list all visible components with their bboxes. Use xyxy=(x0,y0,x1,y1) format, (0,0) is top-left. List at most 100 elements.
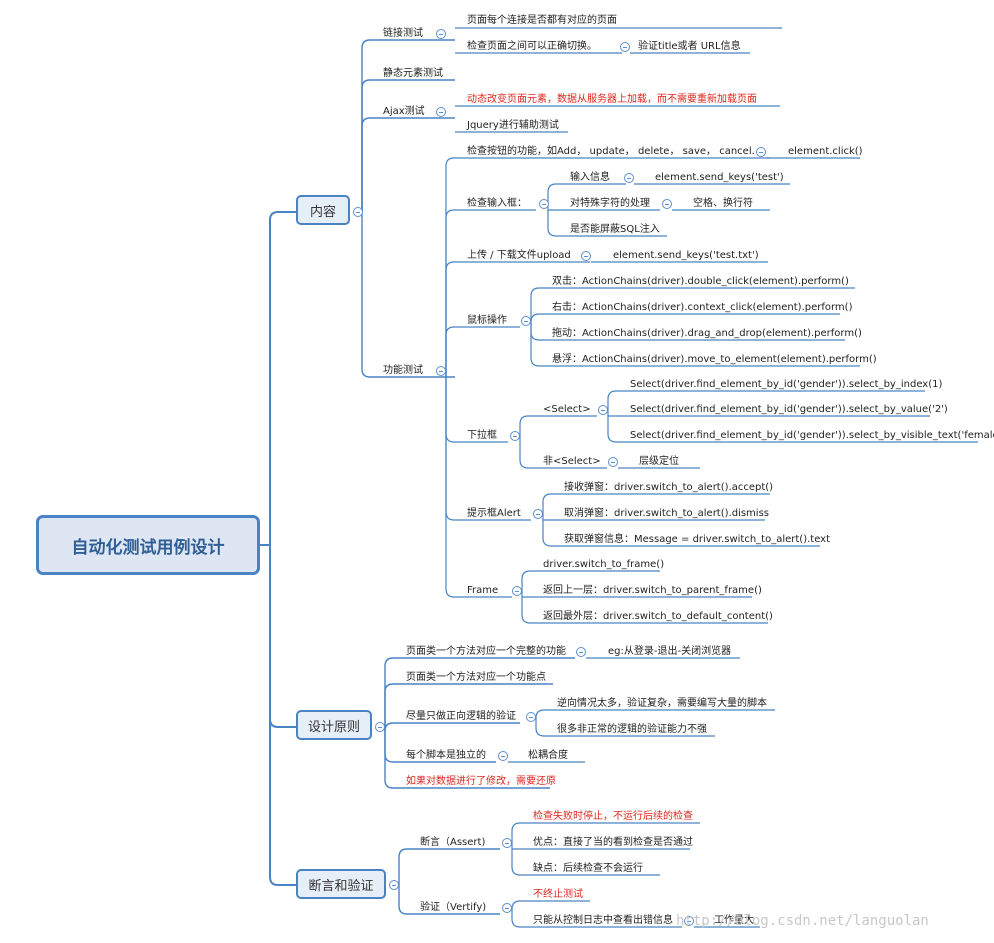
collapse-toggle-icon[interactable] xyxy=(684,916,694,926)
node-link-test[interactable]: 链接测试 xyxy=(383,28,423,39)
node-principle-example[interactable]: eg:从登录-退出-关闭浏览器 xyxy=(608,646,732,657)
node-select[interactable]: <Select> xyxy=(543,404,591,415)
node-static-test[interactable]: 静态元素测试 xyxy=(383,68,443,79)
node-dropdown[interactable]: 下拉框 xyxy=(467,430,497,441)
node-link-pages[interactable]: 页面每个连接是否都有对应的页面 xyxy=(467,15,617,26)
collapse-toggle-icon[interactable] xyxy=(375,722,385,732)
connector-line xyxy=(521,570,660,597)
collapse-toggle-icon[interactable] xyxy=(581,251,591,261)
node-reverse-cases[interactable]: 逆向情况太多，验证复杂，需要编写大量的脚本 xyxy=(557,698,767,709)
node-principle-independent[interactable]: 每个脚本是独立的 xyxy=(406,750,486,761)
node-principle-positive-logic[interactable]: 尽量只做正向逻辑的验证 xyxy=(406,711,516,722)
root-node[interactable]: 自动化测试用例设计 xyxy=(36,515,260,575)
collapse-toggle-icon[interactable] xyxy=(436,366,446,376)
node-sql-injection[interactable]: 是否能屏蔽SQL注入 xyxy=(570,224,660,235)
node-context-click[interactable]: 右击：ActionChains(driver).context_click(el… xyxy=(552,302,853,313)
connector-line xyxy=(361,212,455,378)
node-move-to-element[interactable]: 悬浮：ActionChains(driver).move_to_element(… xyxy=(552,354,877,365)
node-button-check[interactable]: 检查按钮的功能，如Add， update， delete， save， canc… xyxy=(467,146,755,157)
node-space-newline[interactable]: 空格、换行符 xyxy=(693,198,753,209)
collapse-toggle-icon[interactable] xyxy=(502,903,512,913)
collapse-toggle-icon[interactable] xyxy=(512,586,522,596)
node-assert[interactable]: 断言（Assert) xyxy=(420,837,486,848)
collapse-toggle-icon[interactable] xyxy=(498,751,508,761)
node-alert-dismiss[interactable]: 取消弹窗：driver.switch_to_alert().dismiss xyxy=(564,508,769,519)
connector-line xyxy=(607,390,925,416)
collapse-toggle-icon[interactable] xyxy=(539,199,549,209)
collapse-toggle-icon[interactable] xyxy=(526,712,536,722)
collapse-toggle-icon[interactable] xyxy=(389,880,399,890)
connector-line xyxy=(445,209,536,377)
node-frame[interactable]: Frame xyxy=(467,585,499,596)
collapse-toggle-icon[interactable] xyxy=(756,147,766,157)
node-alert-accept[interactable]: 接收弹窗：driver.switch_to_alert().accept() xyxy=(564,482,774,493)
node-input-info[interactable]: 输入信息 xyxy=(570,172,610,183)
node-element-click[interactable]: element.click() xyxy=(788,146,863,157)
node-principle-function-point[interactable]: 页面类一个方法对应一个功能点 xyxy=(406,672,546,683)
connector-line xyxy=(269,545,296,728)
collapse-toggle-icon[interactable] xyxy=(502,838,512,848)
node-ajax-test[interactable]: Ajax测试 xyxy=(383,106,425,117)
node-loose-coupling[interactable]: 松耦合度 xyxy=(528,750,568,761)
node-assert-stop[interactable]: 检查失败时停止，不运行后续的检查 xyxy=(533,811,693,822)
collapse-toggle-icon[interactable] xyxy=(436,29,446,39)
connector-line xyxy=(445,377,512,598)
node-principle-restore-data[interactable]: 如果对数据进行了修改，需要还原 xyxy=(406,776,556,787)
collapse-toggle-icon[interactable] xyxy=(510,431,520,441)
node-ajax-dynamic[interactable]: 动态改变页面元素，数据从服务器上加载，而不需要重新加载页面 xyxy=(467,94,757,105)
node-principle-complete-function[interactable]: 页面类一个方法对应一个完整的功能 xyxy=(406,646,566,657)
collapse-toggle-icon[interactable] xyxy=(624,173,634,183)
node-default-content[interactable]: 返回最外层：driver.switch_to_default_content() xyxy=(543,611,773,622)
node-verify-no-stop[interactable]: 不终止测试 xyxy=(533,889,583,900)
node-page-switch[interactable]: 检查页面之间可以正确切换。 xyxy=(467,41,597,52)
connector-line xyxy=(530,313,840,327)
node-select-by-value[interactable]: Select(driver.find_element_by_id('gender… xyxy=(630,404,948,415)
connector-line xyxy=(384,727,550,789)
connector-line xyxy=(511,822,700,849)
node-send-keys-test[interactable]: element.send_keys('test') xyxy=(655,172,784,183)
node-parent-frame[interactable]: 返回上一层：driver.switch_to_parent_frame() xyxy=(543,585,762,596)
collapse-toggle-icon[interactable] xyxy=(521,316,531,326)
node-alert-text[interactable]: 获取弹窗信息：Message = driver.switch_to_alert(… xyxy=(564,534,831,545)
node-drag-and-drop[interactable]: 拖动：ActionChains(driver).drag_and_drop(el… xyxy=(552,328,862,339)
collapse-toggle-icon[interactable] xyxy=(533,509,543,519)
node-ajax-jquery[interactable]: Jquery进行辅助测试 xyxy=(467,120,559,131)
node-assert-pro[interactable]: 优点：直接了当的看到检查是否通过 xyxy=(533,837,693,848)
watermark: http://blog.csdn.net/languolan xyxy=(676,913,929,929)
branch-assert-verify[interactable]: 断言和验证 xyxy=(296,869,386,899)
node-function-test[interactable]: 功能测试 xyxy=(383,365,423,376)
node-mouse-actions[interactable]: 鼠标操作 xyxy=(467,315,507,326)
connector-line xyxy=(547,183,626,210)
node-hierarchy-locate[interactable]: 层级定位 xyxy=(639,456,679,467)
node-select-by-index[interactable]: Select(driver.find_element_by_id('gender… xyxy=(630,379,943,390)
collapse-toggle-icon[interactable] xyxy=(620,42,630,52)
connector-line xyxy=(521,597,768,624)
collapse-toggle-icon[interactable] xyxy=(576,647,586,657)
node-double-click[interactable]: 双击：ActionChains(driver).double_click(ele… xyxy=(552,276,849,287)
node-assert-con[interactable]: 缺点：后续检查不会运行 xyxy=(533,863,643,874)
node-send-keys-file[interactable]: element.send_keys('test.txt') xyxy=(613,250,759,261)
node-verify-workload[interactable]: 工作量大 xyxy=(714,915,754,926)
connector-line xyxy=(398,885,500,915)
connector-line xyxy=(384,657,575,727)
branch-content[interactable]: 内容 xyxy=(296,195,350,225)
node-input-box[interactable]: 检查输入框： xyxy=(467,198,527,209)
collapse-toggle-icon[interactable] xyxy=(662,199,672,209)
branch-design-principles[interactable]: 设计原则 xyxy=(296,710,372,740)
collapse-toggle-icon[interactable] xyxy=(608,457,618,467)
node-upload-download[interactable]: 上传 / 下载文件upload xyxy=(467,250,571,261)
node-verify-log[interactable]: 只能从控制日志中查看出错信息 xyxy=(533,915,673,926)
node-select-by-text[interactable]: Select(driver.find_element_by_id('gender… xyxy=(630,430,994,441)
node-special-chars[interactable]: 对特殊字符的处理 xyxy=(570,198,650,209)
connector-line xyxy=(519,442,607,469)
node-abnormal-logic[interactable]: 很多非正常的逻辑的验证能力不强 xyxy=(557,724,707,735)
connector-line xyxy=(547,210,667,237)
node-verify[interactable]: 验证（Vertify) xyxy=(420,902,487,913)
collapse-toggle-icon[interactable] xyxy=(436,107,446,117)
collapse-toggle-icon[interactable] xyxy=(598,405,608,415)
collapse-toggle-icon[interactable] xyxy=(353,207,363,217)
node-verify-title-url[interactable]: 验证title或者 URL信息 xyxy=(638,41,741,52)
node-alert[interactable]: 提示框Alert xyxy=(467,508,521,519)
node-non-select[interactable]: 非<Select> xyxy=(543,456,601,467)
node-switch-frame[interactable]: driver.switch_to_frame() xyxy=(543,559,665,570)
